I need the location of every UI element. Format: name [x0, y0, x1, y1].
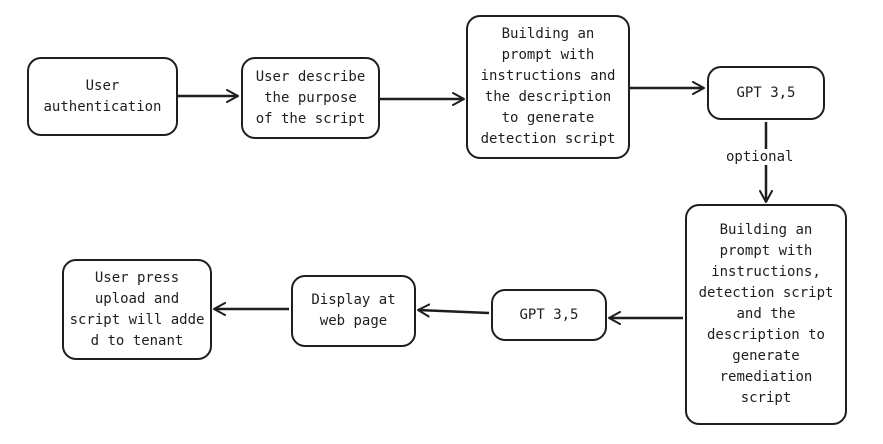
node-gpt-first: GPT 3,5 — [707, 66, 825, 120]
node-user-upload: User press upload and script will adde d… — [62, 259, 212, 360]
arrow-gpt-to-display — [417, 303, 490, 318]
node-display-web-page: Display at web page — [291, 275, 416, 347]
node-describe-purpose: User describe the purpose of the script — [241, 57, 380, 139]
node-gpt-second: GPT 3,5 — [491, 289, 607, 341]
node-build-prompt-detection: Building an prompt with instructions and… — [466, 15, 630, 159]
node-build-prompt-remediation: Building an prompt with instructions, de… — [685, 204, 847, 425]
edge-label-optional: optional — [724, 149, 796, 165]
node-user-authentication: User authentication — [27, 57, 178, 136]
